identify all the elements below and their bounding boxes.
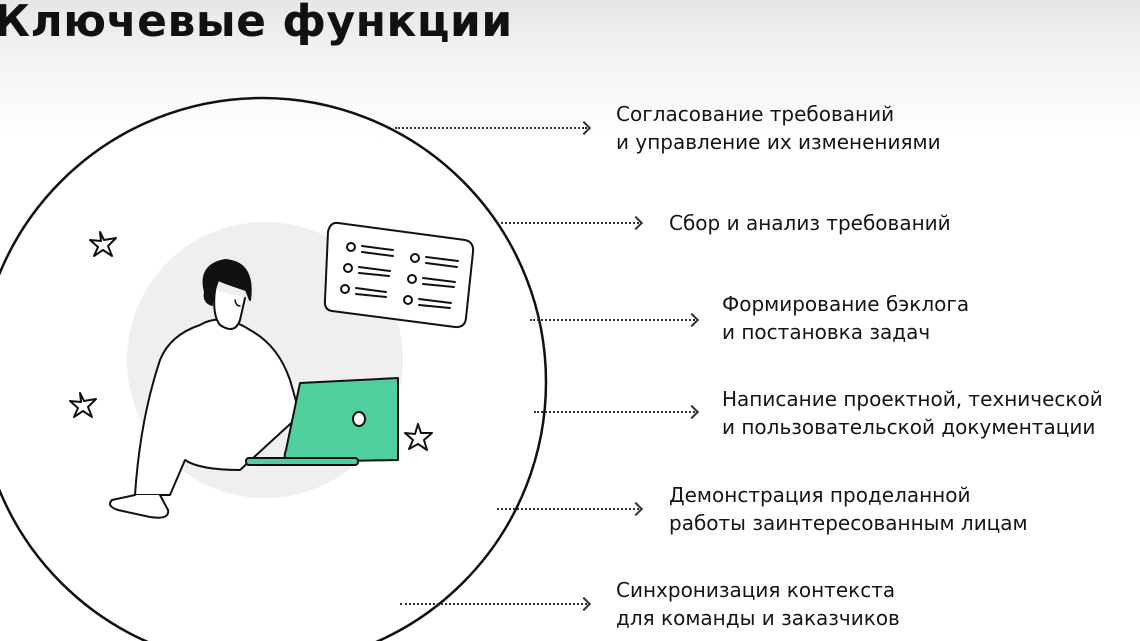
function-text: для команды и заказчиков	[616, 606, 900, 630]
function-item: Синхронизация контекста для команды и за…	[616, 576, 900, 632]
function-text: Демонстрация проделанной	[669, 483, 971, 507]
function-item: Написание проектной, технической и польз…	[722, 385, 1103, 441]
function-text: Синхронизация контекста	[616, 578, 896, 602]
function-text: работы заинтересованным лицам	[669, 511, 1028, 535]
outer-circle	[0, 96, 548, 641]
function-item: Согласование требований и управление их …	[616, 100, 941, 156]
slide-title: Ключевые функции	[0, 0, 513, 47]
checklist-card	[323, 221, 475, 329]
function-text: и управление их изменениями	[616, 130, 941, 154]
function-text: Формирование бэклога	[722, 292, 970, 316]
connector-arrow	[497, 508, 639, 510]
function-text: и постановка задач	[722, 320, 931, 344]
function-item: Сбор и анализ требований	[669, 209, 951, 237]
function-item: Формирование бэклога и постановка задач	[722, 290, 969, 346]
function-item: Демонстрация проделанной работы заинтере…	[669, 481, 1028, 537]
connector-arrow	[534, 411, 695, 413]
function-text: Написание проектной, технической	[722, 387, 1103, 411]
function-text: Согласование требований	[616, 102, 895, 126]
connector-arrow	[400, 603, 587, 605]
person	[109, 259, 301, 519]
function-text: и пользовательской документации	[722, 415, 1096, 439]
sparkle-icon	[69, 231, 433, 451]
connector-arrow	[395, 127, 587, 129]
laptop-icon	[245, 377, 399, 466]
connector-arrow	[530, 319, 695, 321]
connector-arrow	[497, 222, 639, 224]
function-text: Сбор и анализ требований	[669, 211, 951, 235]
